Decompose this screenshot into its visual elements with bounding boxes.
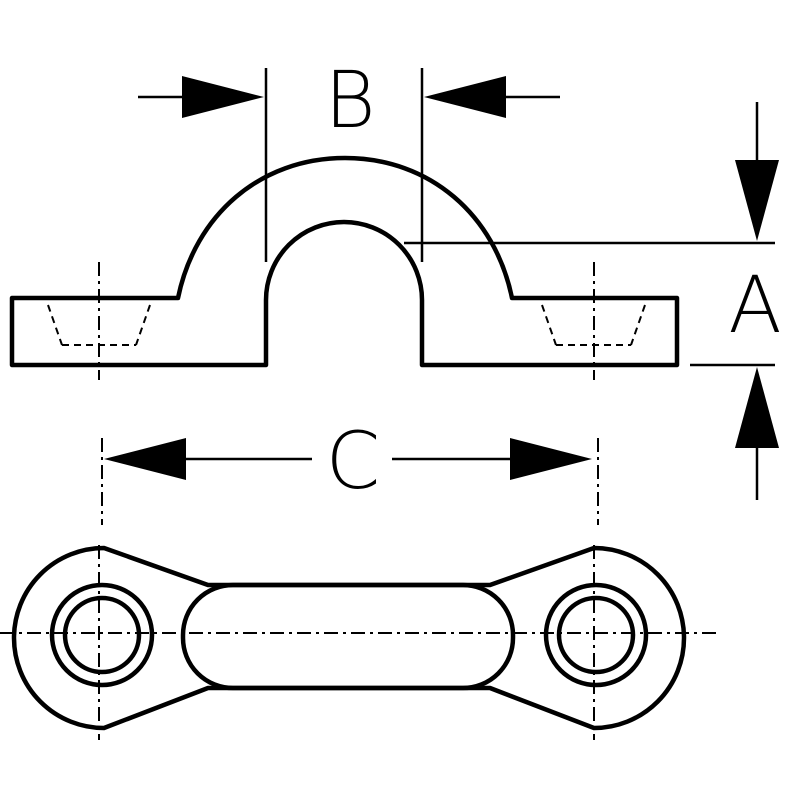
center-strap-slot [180,582,516,691]
a-arrowhead-bottom [735,367,779,448]
right-mounting-hole [556,595,636,675]
b-arrowhead-right [424,76,506,118]
dimension-b: B [138,56,560,262]
dimension-c-label: C [326,417,380,507]
hidden-countersink-lines [47,304,646,346]
top-view [11,545,687,731]
a-arrowhead-top [735,160,779,241]
side-view-outline [9,155,680,368]
left-mounting-hole [62,595,142,675]
c-arrowhead-left [104,438,186,480]
c-arrowhead-right [510,438,592,480]
dimension-a: A [404,102,782,500]
centerlines [0,262,718,740]
dimension-b-label: B [324,56,375,146]
side-view [9,155,680,368]
dimension-a-label: A [728,261,781,351]
b-arrowhead-left [182,76,264,118]
top-view-outline [11,545,687,731]
dimension-c: C [101,417,599,525]
left-countersink-outer-ring [49,582,155,688]
right-countersink-outer-ring [543,582,649,688]
